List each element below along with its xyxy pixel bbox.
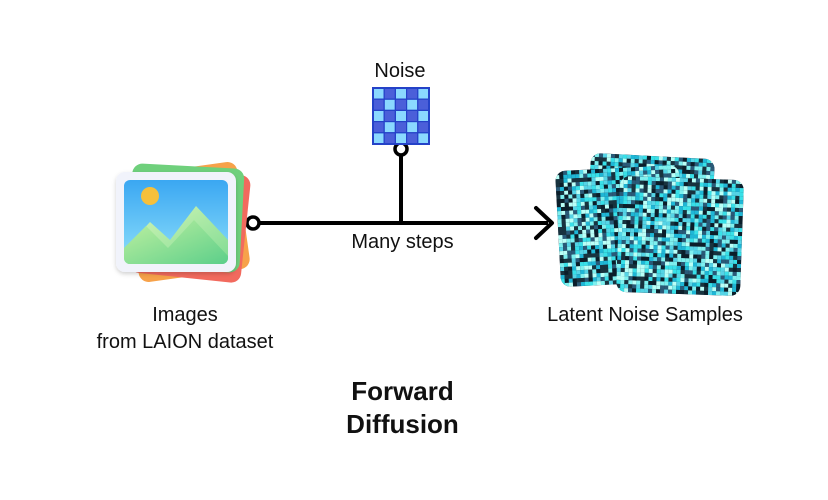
hill-front xyxy=(124,220,228,264)
noise-grid-cell xyxy=(406,120,419,134)
noise-grid-cell xyxy=(406,98,419,111)
noise-grid-cell xyxy=(383,132,397,145)
noise-grid-cell xyxy=(372,132,385,145)
noise-grid-icon xyxy=(372,87,430,145)
noise-grid-cell xyxy=(372,98,385,111)
arrow-head xyxy=(534,206,554,240)
source-label-line2: from LAION dataset xyxy=(96,331,274,353)
noise-grid-cell xyxy=(372,87,385,100)
noise-grid-cell xyxy=(406,87,419,100)
image-stack-icon xyxy=(116,162,251,283)
diagram-title: Forward Diffusion xyxy=(250,375,555,441)
target-label: Latent Noise Samples xyxy=(547,304,743,326)
noise-grid-cell xyxy=(394,109,408,123)
noise-label: Noise xyxy=(374,60,426,82)
noise-grid-cell xyxy=(394,132,408,145)
noise-grid-cell xyxy=(406,109,419,123)
sun-icon xyxy=(141,187,159,205)
noise-grid-cell xyxy=(383,98,397,111)
source-label-line1: Images xyxy=(152,304,218,326)
noise-grid-cell xyxy=(417,109,430,123)
noise-grid-cell xyxy=(383,109,397,123)
title-line1: Forward xyxy=(351,376,454,406)
noise-grid-cell xyxy=(372,120,385,134)
noise-grid-cell xyxy=(394,98,408,111)
noise-grid-cell xyxy=(417,120,430,134)
latent-samples-stack xyxy=(555,152,744,297)
noise-grid-cell xyxy=(394,87,408,100)
noise-grid-cell xyxy=(406,132,419,145)
noise-grid-cell xyxy=(383,120,397,134)
noise-grid-cell xyxy=(394,120,408,134)
noise-grid-cell xyxy=(417,98,430,111)
noise-grid-cell xyxy=(417,132,430,145)
source-label: Images from LAION dataset xyxy=(60,302,310,356)
noise-grid-cell xyxy=(372,109,385,123)
noise-grid-cell xyxy=(383,87,397,100)
photo-content xyxy=(124,180,228,264)
connector-lines xyxy=(245,141,554,240)
noise-grid-border xyxy=(372,87,430,145)
title-line2: Diffusion xyxy=(346,409,459,439)
edge-label: Many steps xyxy=(351,231,454,253)
source-port xyxy=(245,215,261,231)
noise-grid-cell xyxy=(417,87,430,100)
noise-card-front xyxy=(616,175,744,297)
